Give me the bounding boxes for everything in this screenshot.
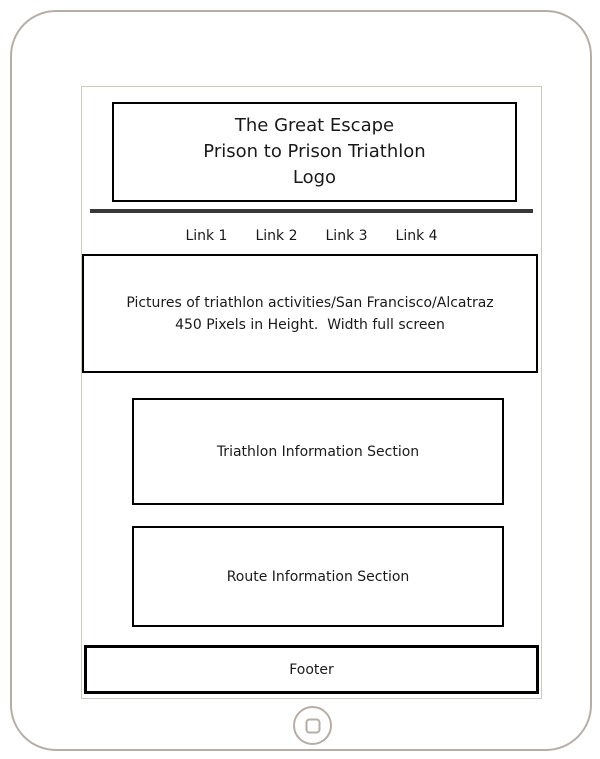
nav-link-3[interactable]: Link 3	[325, 228, 368, 244]
nav-link-1[interactable]: Link 1	[185, 228, 228, 244]
triathlon-information-section: Triathlon Information Section	[132, 398, 504, 505]
hero-image-placeholder: Pictures of triathlon activities/San Fra…	[82, 254, 538, 373]
section-label: Route Information Section	[226, 568, 410, 585]
logo-box: The Great Escape Prison to Prison Triath…	[112, 102, 517, 202]
logo-text-line-2: Prison to Prison Triathlon	[203, 141, 426, 162]
nav-link-2[interactable]: Link 2	[255, 228, 298, 244]
logo-text-line-3: Logo	[292, 167, 337, 188]
hero-text-line-1: Pictures of triathlon activities/San Fra…	[126, 294, 494, 311]
wireframe-screen: The Great Escape Prison to Prison Triath…	[81, 86, 542, 699]
logo-text-line-1: The Great Escape	[234, 115, 395, 136]
section-label: Triathlon Information Section	[216, 443, 420, 460]
route-information-section: Route Information Section	[132, 526, 504, 627]
hero-text-line-2: 450 Pixels in Height. Width full screen	[175, 316, 445, 333]
home-button[interactable]	[293, 706, 332, 745]
home-button-icon	[305, 718, 320, 733]
nav-bar: Link 1 Link 2 Link 3 Link 4	[82, 228, 541, 244]
footer-label: Footer	[289, 661, 334, 678]
nav-link-4[interactable]: Link 4	[395, 228, 438, 244]
header-divider	[90, 209, 533, 213]
tablet-frame: The Great Escape Prison to Prison Triath…	[10, 10, 592, 751]
footer-placeholder: Footer	[84, 645, 539, 694]
